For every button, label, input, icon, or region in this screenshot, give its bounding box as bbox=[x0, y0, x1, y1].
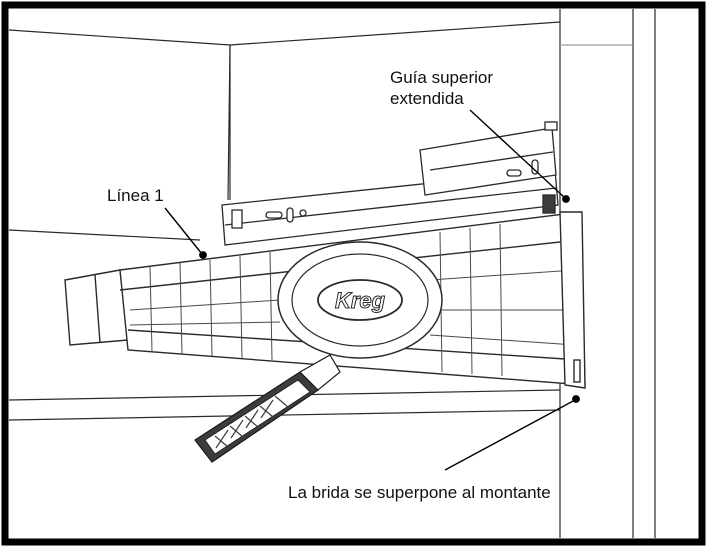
kreg-logo: Kreg bbox=[277, 241, 443, 359]
label-top-slide-line1: Guía superior bbox=[390, 68, 493, 87]
cabinet-upper-box bbox=[8, 21, 561, 241]
label-line-1: Línea 1 bbox=[107, 186, 164, 205]
jig-handle bbox=[194, 354, 341, 463]
kreg-logo-text: Kreg bbox=[335, 288, 386, 313]
label-top-slide-line2: extendida bbox=[390, 89, 464, 108]
label-flange-overlaps-stile: La brida se superpone al montante bbox=[288, 483, 551, 502]
callout-leaders bbox=[164, 109, 580, 471]
drawer-slide bbox=[221, 121, 559, 246]
